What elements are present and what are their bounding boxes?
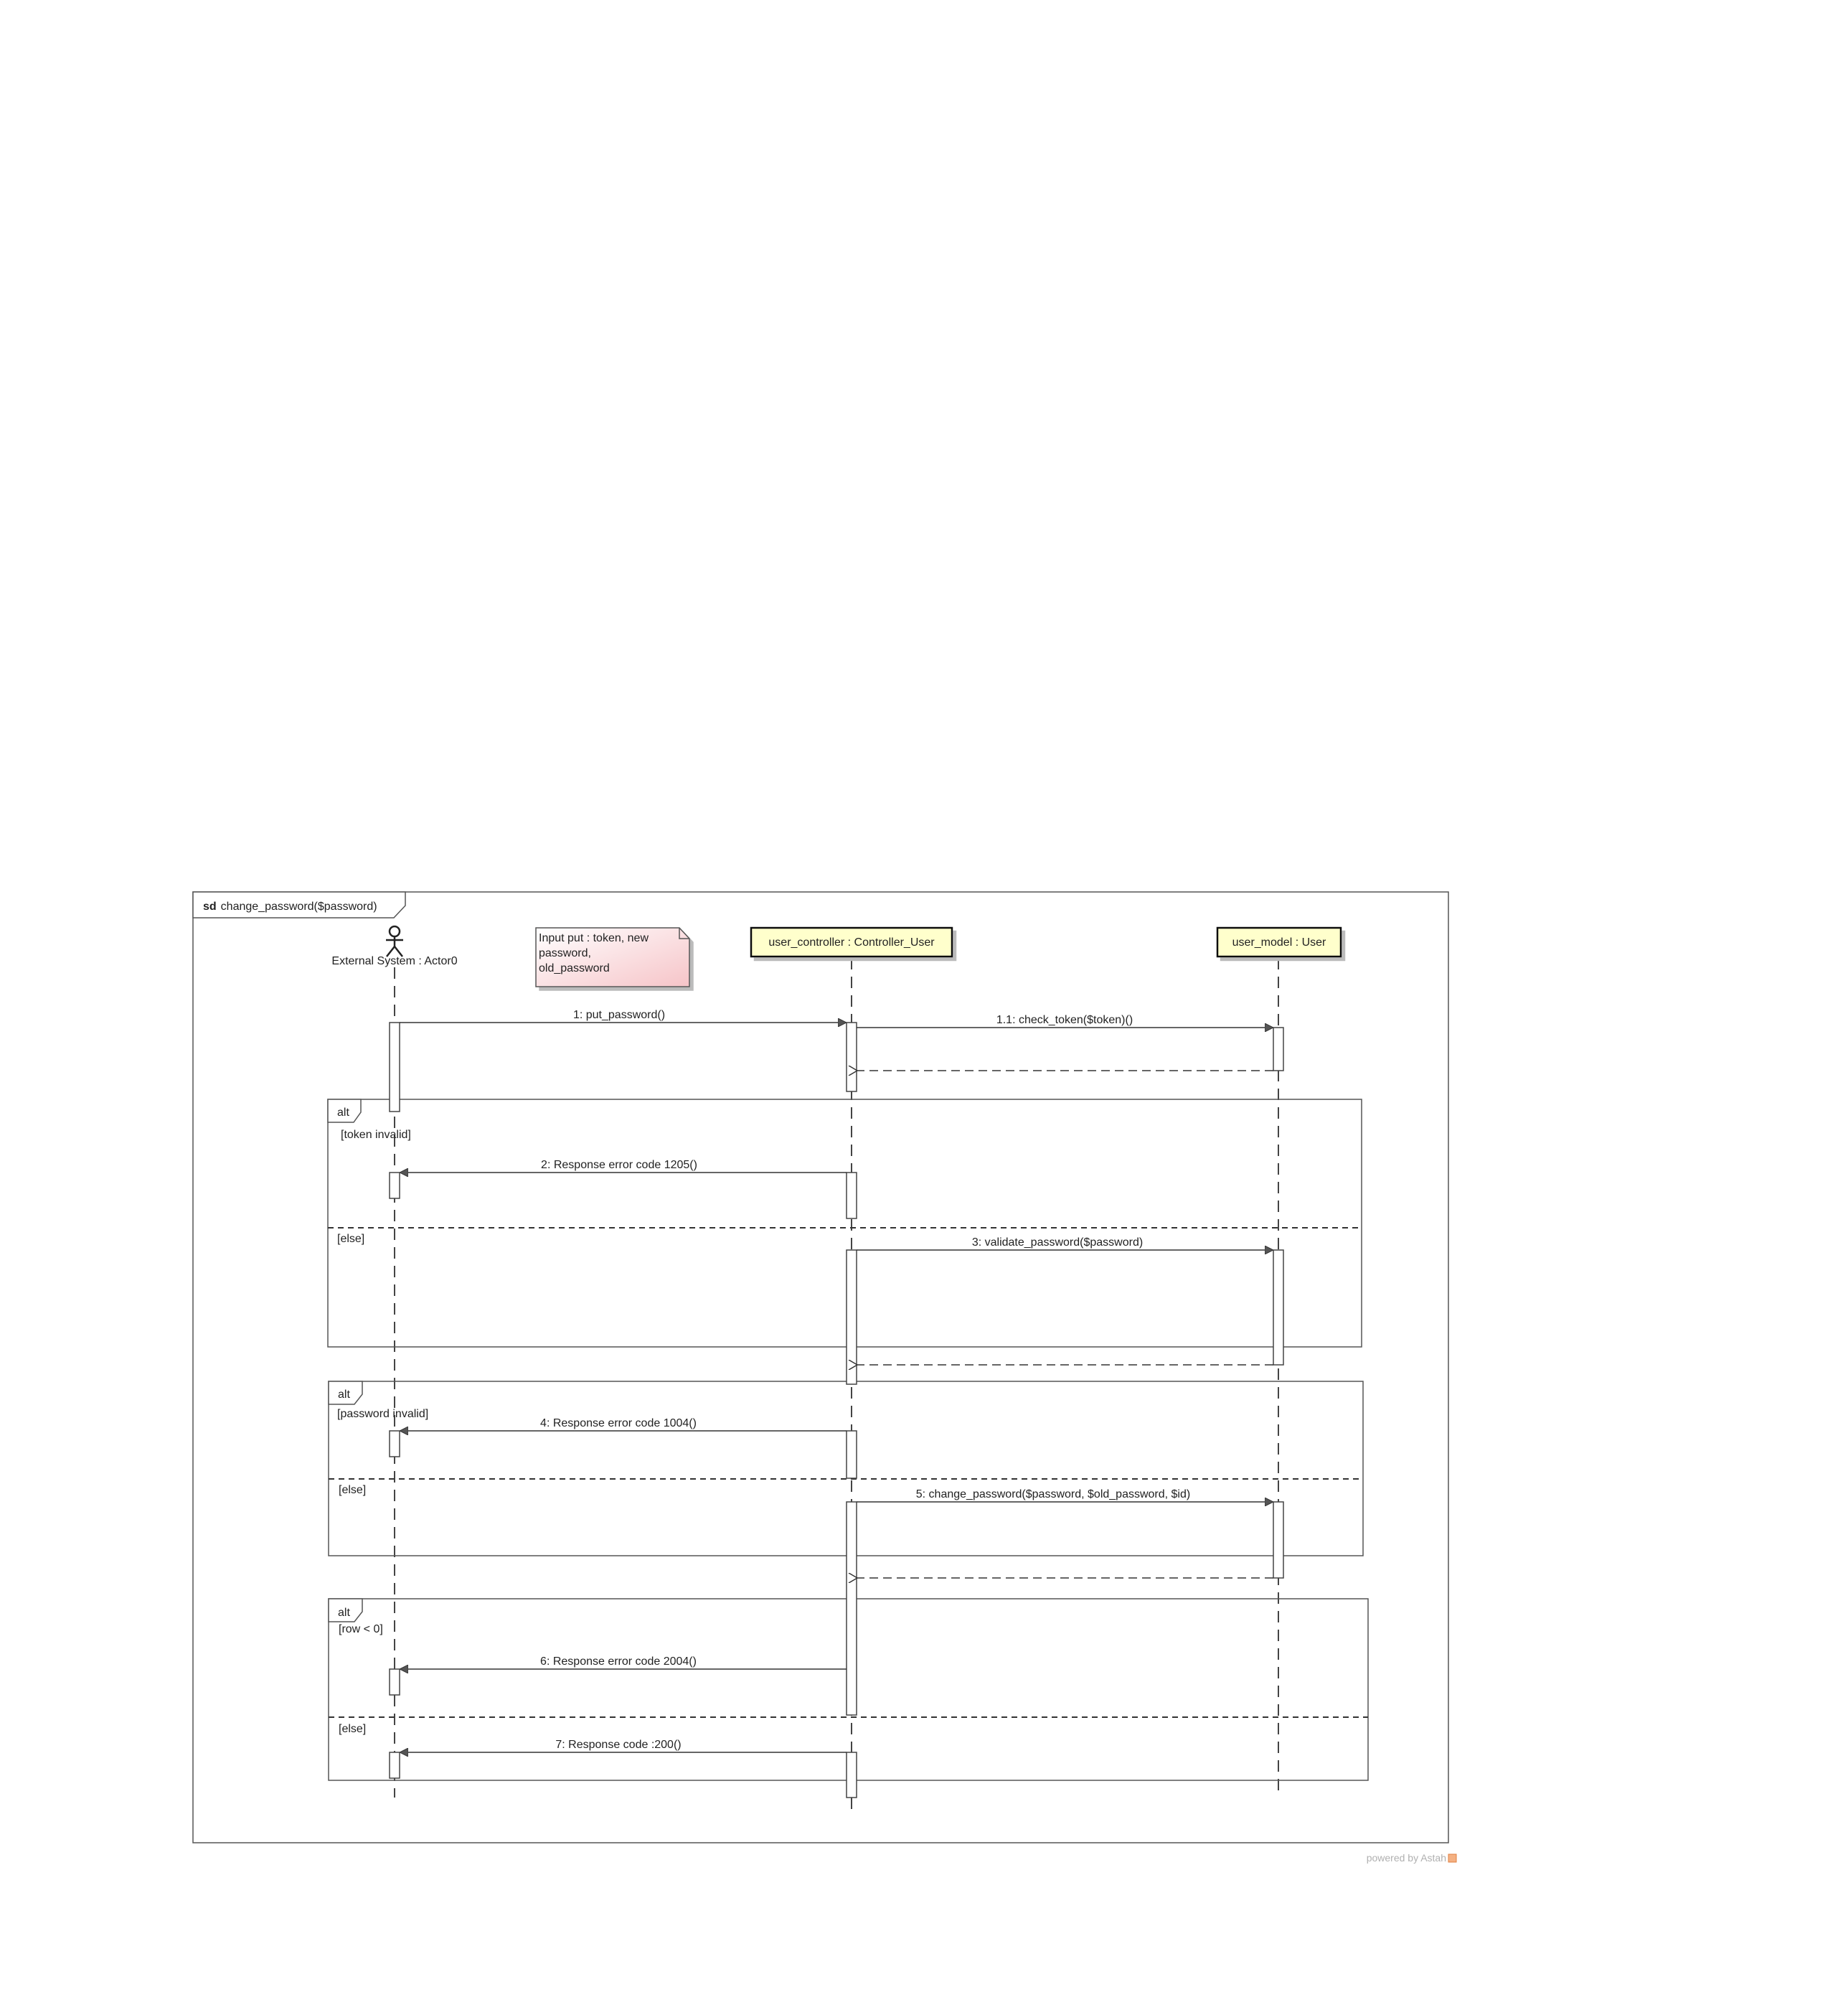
note-line-3: old_password: [539, 962, 610, 974]
note-line-2: password,: [539, 947, 591, 959]
controller-head: [750, 926, 953, 958]
alt-fragment-2: [328, 1381, 1364, 1556]
message-2-label: 2: Response error code 1205(): [541, 1159, 697, 1171]
alt3-keyword: alt: [338, 1607, 350, 1619]
model-activation-1: [1273, 1027, 1284, 1071]
message-6-label: 6: Response error code 2004(): [540, 1655, 697, 1668]
alt2-guard-1: [password invalid]: [337, 1408, 428, 1420]
note: [535, 927, 690, 987]
controller-activation-4: [846, 1430, 857, 1479]
alt1-guard-1: [token invalid]: [341, 1129, 411, 1141]
actor-activation-3: [389, 1430, 400, 1457]
actor-label: External System : Actor0: [331, 955, 457, 967]
message-7-label: 7: Response code :200(): [555, 1739, 681, 1751]
message-4-label: 4: Response error code 1004(): [540, 1417, 697, 1429]
model-head-label: user_model : User: [1232, 936, 1326, 949]
alt1-keyword: alt: [337, 1107, 349, 1119]
message-3-label: 3: validate_password($password): [972, 1236, 1143, 1249]
actor-activation-1: [389, 1022, 400, 1112]
message-5-label: 5: change_password($password, $old_passw…: [916, 1488, 1190, 1500]
controller-activation-3: [846, 1249, 857, 1385]
alt2-keyword: alt: [338, 1389, 350, 1401]
controller-activation-6: [846, 1752, 857, 1798]
alt3-guard-2: [else]: [339, 1723, 366, 1735]
alt1-guard-2: [else]: [337, 1233, 364, 1245]
model-activation-2: [1273, 1249, 1284, 1366]
model-activation-3: [1273, 1501, 1284, 1579]
watermark: powered by Astah: [1367, 1852, 1446, 1864]
controller-activation-2: [846, 1172, 857, 1219]
alt2-guard-2: [else]: [339, 1484, 366, 1496]
controller-activation-1: [846, 1022, 857, 1092]
model-head: [1216, 926, 1342, 958]
controller-head-label: user_controller : Controller_User: [768, 936, 935, 949]
actor-activation-2: [389, 1172, 400, 1199]
controller-activation-5: [846, 1501, 857, 1716]
message-1-1-label: 1.1: check_token($token)(): [996, 1014, 1133, 1026]
alt-fragment-1: [327, 1099, 1362, 1348]
actor-activation-4: [389, 1668, 400, 1696]
actor-activation-5: [389, 1752, 400, 1779]
note-line-1: Input put : token, new: [539, 932, 649, 944]
message-1-label: 1: put_password(): [573, 1009, 665, 1021]
actor-figure: [386, 925, 403, 957]
alt3-guard-1: [row < 0]: [339, 1623, 383, 1635]
astah-logo-icon: [1448, 1854, 1457, 1863]
activation-bars: [389, 1022, 1284, 1798]
